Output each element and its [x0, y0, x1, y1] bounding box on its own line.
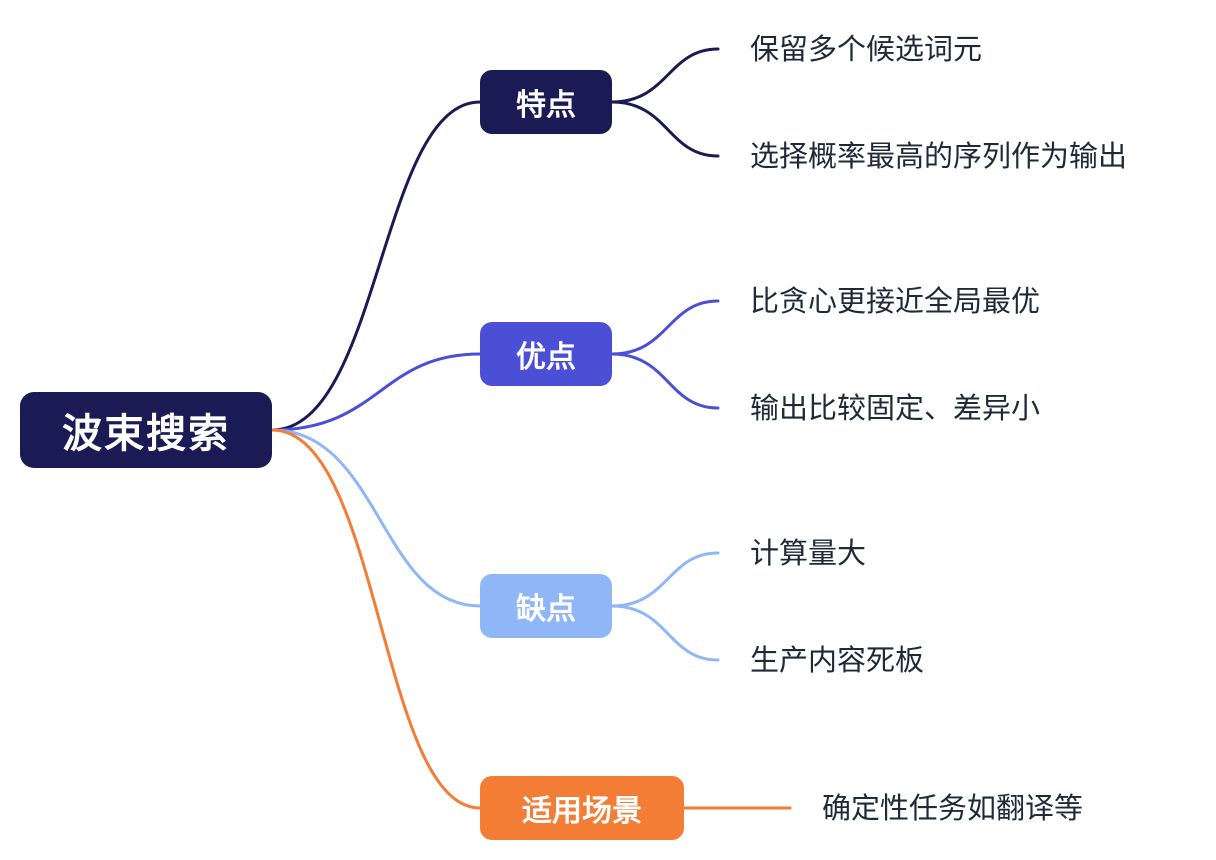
- branch-node-pros[interactable]: 优点: [480, 322, 612, 386]
- connector-pros-to-leaf-2: [610, 352, 720, 410]
- connector-features-to-leaf-2: [610, 100, 720, 158]
- connector-root-to-features: [270, 100, 482, 432]
- leaf-node-usecases-1[interactable]: 确定性任务如翻译等: [822, 791, 1084, 825]
- connector-cons-to-leaf-1: [610, 551, 720, 608]
- leaf-node-features-2[interactable]: 选择概率最高的序列作为输出: [750, 139, 1128, 173]
- connector-root-to-pros: [270, 352, 482, 432]
- root-node[interactable]: 波束搜索: [20, 392, 272, 468]
- leaf-node-pros-1[interactable]: 比贪心更接近全局最优: [750, 284, 1041, 318]
- leaf-node-cons-2[interactable]: 生产内容死板: [750, 643, 925, 677]
- leaf-node-pros-2[interactable]: 输出比较固定、差异小: [750, 391, 1041, 425]
- branch-node-usecases[interactable]: 适用场景: [480, 776, 684, 840]
- connector-root-to-cons: [270, 428, 482, 608]
- connector-cons-to-leaf-2: [610, 604, 720, 662]
- leaf-node-cons-1[interactable]: 计算量大: [750, 536, 867, 570]
- connector-pros-to-leaf-1: [610, 299, 720, 356]
- branch-node-cons[interactable]: 缺点: [480, 574, 612, 638]
- connector-root-to-usecases: [270, 428, 482, 810]
- leaf-node-features-1[interactable]: 保留多个候选词元: [750, 32, 983, 66]
- branch-node-features[interactable]: 特点: [480, 70, 612, 134]
- connector-features-to-leaf-1: [610, 47, 720, 104]
